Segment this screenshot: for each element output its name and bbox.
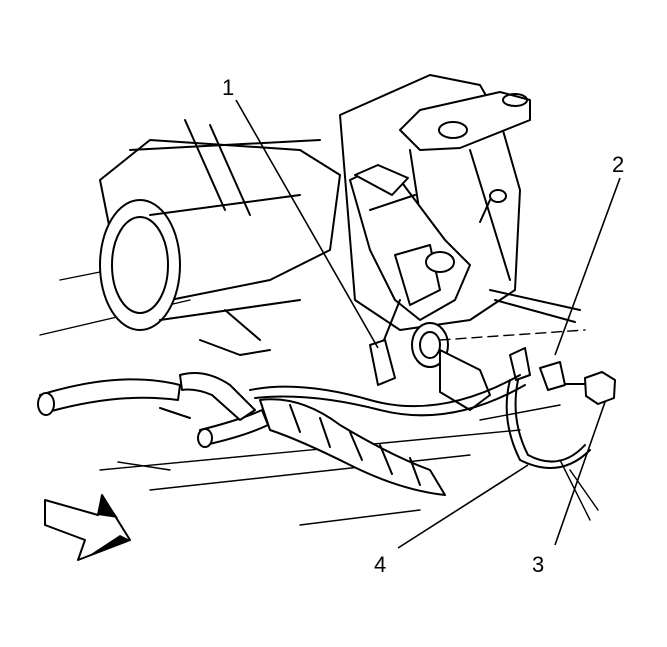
callout-1: 1 [222, 75, 234, 100]
lower-hoses [37, 309, 271, 448]
ground-bolt [564, 371, 616, 405]
intake-tube [99, 119, 341, 331]
callout-3: 3 [532, 552, 544, 577]
leader-line-3 [554, 401, 606, 546]
wire-harness [249, 374, 599, 521]
callout-2: 2 [612, 152, 624, 177]
leader-lines [235, 99, 621, 549]
hose-fitting [411, 322, 491, 411]
callout-4: 4 [374, 552, 386, 577]
leader-line-4 [397, 464, 529, 549]
leader-line-2 [554, 177, 621, 356]
leader-line-1 [235, 99, 379, 349]
sensor-module [349, 164, 471, 386]
direction-arrow-icon [44, 494, 131, 561]
